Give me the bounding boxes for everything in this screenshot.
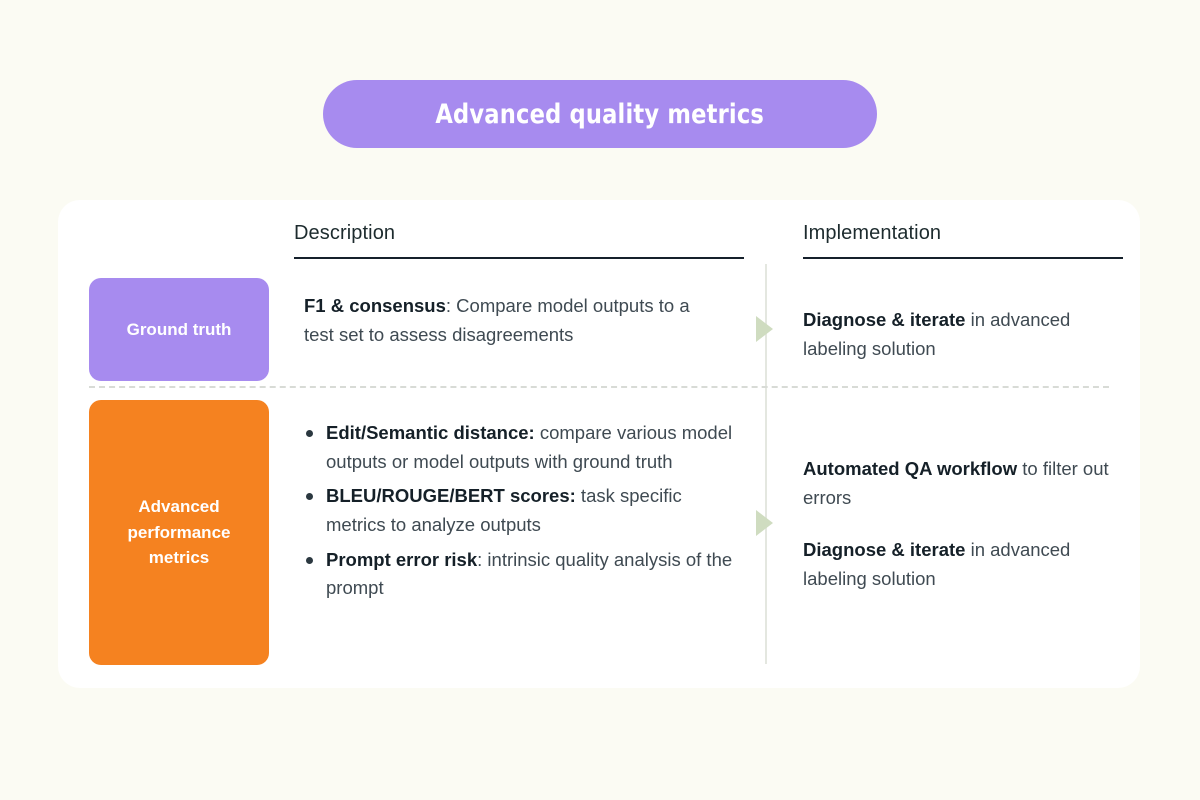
column-header-description-label: Description xyxy=(294,222,396,244)
column-header-description: Description xyxy=(294,222,744,259)
category-badge-label: Ground truth xyxy=(126,319,232,339)
implementation-paragraph: Diagnose & iterate in advanced labeling … xyxy=(803,306,1133,363)
column-divider xyxy=(765,264,767,664)
bullet-bold-lead: Prompt error risk xyxy=(326,548,478,570)
column-header-description-rule xyxy=(294,257,744,259)
implementation-cell: Diagnose & iterate in advanced labeling … xyxy=(803,306,1133,363)
implementation-bold-lead: Diagnose & iterate xyxy=(803,539,966,561)
implementation-text: in advanced labeling solution xyxy=(803,309,1071,359)
description-bold-lead: F1 & consensus xyxy=(304,295,446,316)
category-badge-ground-truth: Ground truth xyxy=(89,278,269,381)
bullet-text: compare various model outputs or model o… xyxy=(326,422,733,472)
description-cell: Edit/Semantic distance: compare various … xyxy=(304,419,734,603)
bullet-bold-lead: BLEU/ROUGE/BERT scores: xyxy=(326,485,576,507)
bullet-text: : intrinsic quality analysis of the prom… xyxy=(326,548,733,599)
metrics-table-card: Description Implementation Ground truth … xyxy=(58,200,1140,688)
implementation-paragraph: Automated QA workflow to filter out erro… xyxy=(803,455,1133,512)
description-bullet-list: Edit/Semantic distance: compare various … xyxy=(304,419,734,603)
list-item: Prompt error risk: intrinsic quality ana… xyxy=(306,546,734,603)
category-badge-label: Advanced performance metrics xyxy=(127,497,231,568)
implementation-bold-lead: Automated QA workflow xyxy=(803,458,1018,479)
implementation-cell: Automated QA workflow to filter out erro… xyxy=(803,455,1133,594)
list-item: Edit/Semantic distance: compare various … xyxy=(306,419,734,476)
column-header-implementation: Implementation xyxy=(803,222,1123,259)
implementation-text: to filter out errors xyxy=(803,458,1109,508)
description-text: : Compare model outputs to a test set to… xyxy=(304,295,690,345)
table-row: Ground truth F1 & consensus: Compare mod… xyxy=(58,270,1140,385)
implementation-bold-lead: Diagnose & iterate xyxy=(803,309,966,330)
description-paragraph: F1 & consensus: Compare model outputs to… xyxy=(304,292,704,349)
implementation-paragraph: Diagnose & iterate in advanced labeling … xyxy=(803,536,1133,593)
column-header-implementation-rule xyxy=(803,257,1123,259)
column-header-implementation-label: Implementation xyxy=(803,222,942,244)
description-cell: F1 & consensus: Compare model outputs to… xyxy=(304,292,704,349)
page-title: Advanced quality metrics xyxy=(435,98,765,130)
green-right-arrow-icon xyxy=(756,316,773,342)
bullet-text: task specific metrics to analyze outputs xyxy=(326,485,682,536)
category-badge-advanced-performance-metrics: Advanced performance metrics xyxy=(89,400,269,665)
row-separator xyxy=(89,386,1109,388)
green-right-arrow-icon xyxy=(756,510,773,536)
page-title-pill: Advanced quality metrics xyxy=(323,80,877,148)
table-row: Advanced performance metrics Edit/Semant… xyxy=(58,395,1140,670)
implementation-text: in advanced labeling solution xyxy=(803,539,1071,590)
list-item: BLEU/ROUGE/BERT scores: task specific me… xyxy=(306,482,734,539)
bullet-bold-lead: Edit/Semantic distance: xyxy=(326,422,535,443)
